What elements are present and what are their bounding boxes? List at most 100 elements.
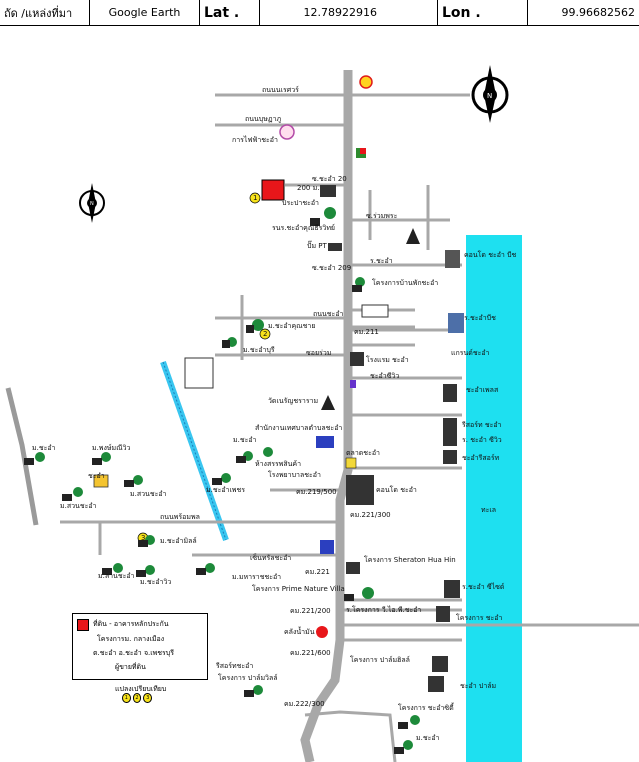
place-label: วัดเนรัญชราราม: [268, 397, 318, 405]
place-label: ร.ชะอำ: [370, 257, 393, 265]
lat-label: Lat .: [200, 0, 260, 25]
place-label: ร. ชะอำ ซีวิว: [462, 436, 502, 444]
house-icon: [24, 458, 34, 465]
bus-station-icon: [316, 436, 334, 448]
house-icon: [196, 568, 206, 575]
road-label: ถนนนเรศวร์: [262, 86, 299, 94]
north-arrow-small-icon: N: [79, 183, 105, 223]
place-label: ม.ชะอำวิว: [140, 578, 171, 586]
place-label: ซ.ร่วมพระ: [366, 212, 398, 220]
house-icon: [92, 458, 102, 465]
place-label: รีสอร์ท ชะอำ: [462, 421, 502, 429]
main-road: [300, 70, 353, 762]
soi-label: คม.221/600: [290, 649, 331, 657]
canal-center: [162, 361, 227, 541]
shell-station-icon: [359, 75, 373, 89]
police-icon: [320, 540, 334, 554]
side-roads: [60, 93, 639, 762]
temple-icon: [406, 228, 420, 244]
rural-road: [5, 387, 39, 526]
soi-label: คม.221/300: [350, 511, 391, 519]
legend-title: ที่ดิน - อาคารหลักประกัน: [93, 620, 169, 628]
soi-label: ซ.ชะอำ 209: [312, 264, 351, 272]
place-label: ม.ชะอำมิลล์: [160, 537, 197, 545]
house-icon: [102, 568, 112, 575]
soi-label: ซอยร่วม: [306, 349, 331, 357]
small-icon: [350, 380, 356, 388]
house-icon: [236, 456, 246, 463]
temple-2-icon: [321, 395, 335, 410]
house-icon: [398, 722, 408, 729]
place-label: คอนโด ชะอำ: [376, 485, 417, 494]
comparison-markers: 1 2 3: [122, 693, 153, 703]
house-icon: [62, 494, 72, 501]
place-label: ปั๊ม PT: [307, 240, 328, 250]
svg-text:N: N: [90, 201, 94, 207]
marker-2-label: 2: [263, 330, 267, 338]
legend-line2: โครงการม. กลางเมือง: [97, 635, 165, 643]
place-label: โครงการ ชะอำ: [456, 613, 502, 622]
house-icon: [138, 540, 148, 547]
place-label: เซ็นทรัลชะอำ: [250, 553, 291, 562]
house-icon: [222, 340, 230, 348]
soi-label: คม.219/500: [296, 488, 337, 496]
place-label: โรงแรม ชะอำ: [366, 355, 409, 364]
marker-2: [259, 328, 271, 340]
place-label: ม.ชะอำคุณชาย: [268, 322, 315, 330]
place-label: ม.ชะอำ: [416, 734, 440, 742]
soi-label: 200 ม.: [297, 184, 319, 192]
lat-value: 12.78922916: [260, 0, 438, 25]
marker-3-label: 3: [141, 534, 145, 542]
marker-1: [249, 192, 261, 204]
place-label: รีสอร์ทชะอำ: [216, 662, 254, 670]
place-label: โครงการ ปาล์มฮิลล์: [350, 655, 410, 664]
place-label: ร.ชะอำบีช: [464, 314, 496, 322]
house-icon: [352, 285, 362, 292]
legend-swatch: [77, 619, 89, 631]
subject-parcel: [261, 179, 285, 201]
comparison-label: แปลงเปรียบเทียบ: [115, 685, 167, 693]
place-label: คอนโด ชะอำ บีช: [464, 250, 517, 259]
place-label: ประปาชะอำ: [282, 199, 319, 207]
house-icon: [394, 747, 404, 754]
road-label: ถนนชะอำ: [313, 310, 344, 318]
place-label: โครงการ Prime Nature Villa: [252, 584, 345, 593]
place-label: ตลาดชะอำ: [346, 449, 380, 457]
place-label: ร.โครงการ วี.ไอ.พี.ชะอำ: [346, 605, 421, 614]
place-label: ชะอำซีวิว: [370, 372, 399, 380]
soi-label: คม.211: [354, 328, 379, 336]
place-label: สำนักงานเทศบาลตำบลชะอำ: [255, 424, 342, 432]
place-label: ม.ชะอำ: [32, 444, 56, 452]
place-label: โครงการ ปาล์มวิลล์: [218, 673, 278, 682]
place-label: ม.ชะอำ: [233, 436, 257, 444]
trees: [35, 207, 420, 750]
sea-area: [466, 235, 522, 762]
header-bar: ถัด /แหล่งที่มา Google Earth Lat . 12.78…: [0, 0, 639, 26]
marker-1-label: 1: [253, 194, 257, 202]
place-label: โรงพยาบาลชะอำ: [268, 470, 321, 479]
comparison-marker: 3: [143, 693, 153, 703]
lon-label: Lon .: [438, 0, 528, 25]
map-legend: ที่ดิน - อาคารหลักประกัน โครงการม. กลางเ…: [72, 613, 208, 680]
school-icon: [93, 474, 109, 488]
place-label: ถัด /แหล่งที่มา: [0, 0, 90, 25]
map-canvas: ทะเล: [5, 65, 639, 762]
road-label: ถนนพร้อมพล: [160, 513, 200, 521]
road-label: ถนนบุษฏาภู: [245, 115, 281, 123]
place-label: โครงการ ชะอำซิตี้: [398, 701, 455, 712]
place-label: ห้างสรรพสินค้า: [255, 460, 301, 468]
place-label: ชะอำเพลส: [466, 386, 499, 394]
legend-line4: ผู้ขายที่ดิน: [115, 663, 146, 671]
place-label: ม.ชะอำบุรี: [243, 346, 275, 354]
house-icon: [124, 480, 134, 487]
soi-label: คม.221: [305, 568, 330, 576]
svg-text:N: N: [487, 92, 492, 100]
place-label: โครงการบ้านพักชะอำ: [372, 278, 438, 287]
house-icon: [246, 325, 254, 333]
soi-label: คม.222/300: [284, 700, 325, 708]
sea-label: ทะเล: [481, 506, 496, 514]
buildings: [184, 185, 464, 692]
place-label: รนร.ชะอำคุณธีรวิทย์: [272, 224, 335, 232]
place-electricity: การไฟฟ้าชะอำ: [232, 135, 278, 144]
place-label: โครงการ Sheraton Hua Hin: [364, 555, 456, 564]
